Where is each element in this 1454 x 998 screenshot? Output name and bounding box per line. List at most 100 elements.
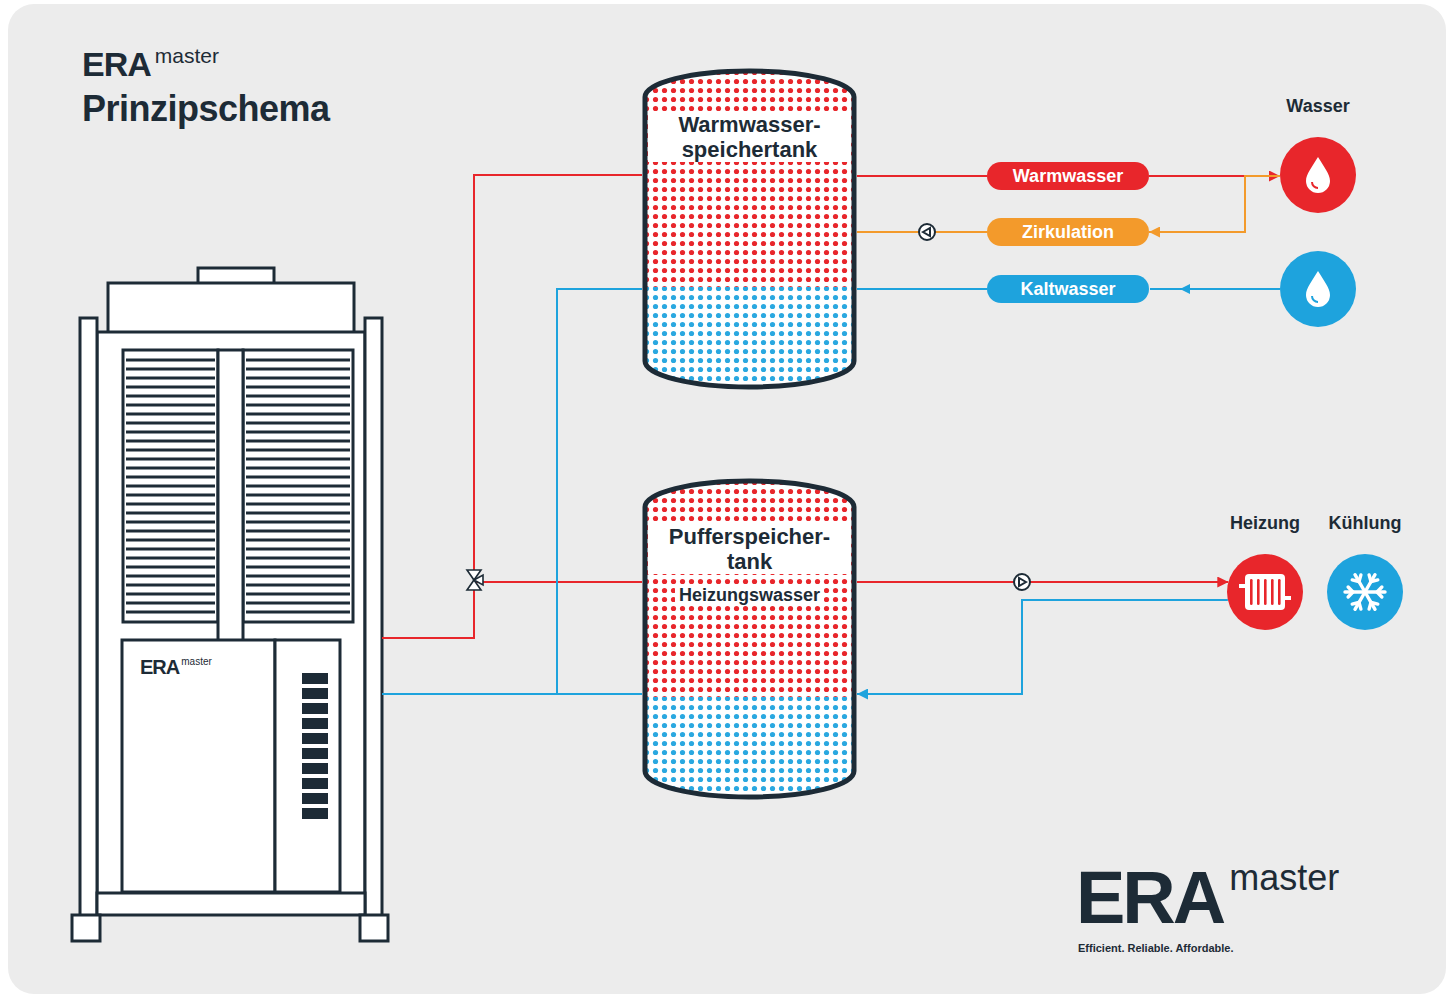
pump-symbol (919, 224, 935, 240)
logo-text: master (1229, 858, 1339, 898)
louver (126, 404, 215, 407)
louver (126, 503, 215, 506)
display-bars (302, 673, 328, 819)
water-circle: Wasser (1280, 137, 1356, 213)
louver (246, 539, 350, 542)
unit-post (80, 318, 97, 918)
tank-border (645, 71, 854, 387)
circle-shape (1014, 574, 1030, 590)
pipe-connector (382, 693, 642, 695)
pipe-connector (382, 175, 642, 638)
pipe-label: Warmwasser (987, 162, 1149, 190)
louver (246, 566, 350, 569)
louver (126, 593, 215, 596)
unit-bar (218, 350, 243, 642)
louver (246, 449, 350, 452)
louver (246, 422, 350, 425)
louver (126, 530, 215, 533)
louver (246, 440, 350, 443)
display-bar (302, 673, 328, 684)
drop-icon (1280, 137, 1356, 213)
louver (126, 386, 215, 389)
tagline: Efficient. Reliable. Affordable. (1078, 941, 1233, 955)
louver (246, 611, 350, 614)
heating-circle: Heizung (1227, 554, 1303, 630)
louver (246, 503, 350, 506)
unit-logo-text: master (181, 656, 212, 668)
louver (246, 404, 350, 407)
louver (126, 575, 215, 578)
unit-panel (275, 640, 340, 892)
pipe-connector (382, 582, 642, 638)
louver (126, 566, 215, 569)
display-bar (302, 763, 328, 774)
louver (126, 431, 215, 434)
louver (126, 377, 215, 380)
unit-body (97, 332, 365, 894)
display-bar (302, 703, 328, 714)
unit-foot (72, 915, 100, 941)
display-bar (302, 778, 328, 789)
display-bar (302, 718, 328, 729)
display-bar (302, 808, 328, 819)
heat-pump: ERAmaster (80, 290, 382, 925)
louver (246, 584, 350, 587)
louver (126, 359, 215, 362)
pipe-label-text: Warmwasser (1013, 162, 1123, 190)
louver (246, 494, 350, 497)
louver (246, 548, 350, 551)
pipe-label: Kaltwasser (987, 275, 1149, 303)
louver (126, 539, 215, 542)
unit-logo: ERAmaster (140, 656, 212, 678)
path-shape (1019, 578, 1026, 586)
pipe-label-text: Zirkulation (1022, 218, 1114, 246)
display-bar (302, 748, 328, 759)
louver (126, 611, 215, 614)
pipe-line (1150, 288, 1280, 290)
louver (246, 530, 350, 533)
louver (126, 557, 215, 560)
unit-base (97, 893, 365, 915)
louver (246, 593, 350, 596)
louver (126, 521, 215, 524)
circle-heading: Wasser (1286, 95, 1349, 117)
unit-grill (123, 350, 218, 622)
circle-heading: Kühlung (1329, 512, 1402, 534)
louver (246, 458, 350, 461)
louver (126, 467, 215, 470)
louver (126, 458, 215, 461)
display-bar (302, 733, 328, 744)
louver (126, 395, 215, 398)
snow-icon (1327, 554, 1403, 630)
louver (246, 521, 350, 524)
logo-text: ERA (82, 44, 151, 84)
louver (126, 512, 215, 515)
pipe-connector (382, 289, 642, 694)
pipe-label: Zirkulation (987, 218, 1149, 246)
buffer-tank: Pufferspeicher- tankHeizungswasser (642, 478, 857, 800)
pump-symbol (1014, 574, 1030, 590)
unit-foot (360, 915, 388, 941)
louver (246, 467, 350, 470)
louver (246, 377, 350, 380)
drop-icon (1306, 271, 1330, 307)
valve-symbol (467, 570, 483, 590)
louver (246, 395, 350, 398)
louver (246, 368, 350, 371)
unit-top (108, 283, 354, 333)
path-shape (923, 228, 930, 236)
unit-post (365, 318, 382, 918)
pipe-connector (857, 600, 1228, 694)
louver (126, 485, 215, 488)
circle-heading: Heizung (1230, 512, 1300, 534)
pipe-connector (1149, 176, 1280, 232)
radiator-icon (1227, 554, 1303, 630)
storage-tank: Warmwasser- speichertank (642, 68, 857, 390)
louver (246, 413, 350, 416)
display-bar (302, 793, 328, 804)
louver (246, 359, 350, 362)
diagram-title: Prinzipschema (82, 88, 330, 130)
